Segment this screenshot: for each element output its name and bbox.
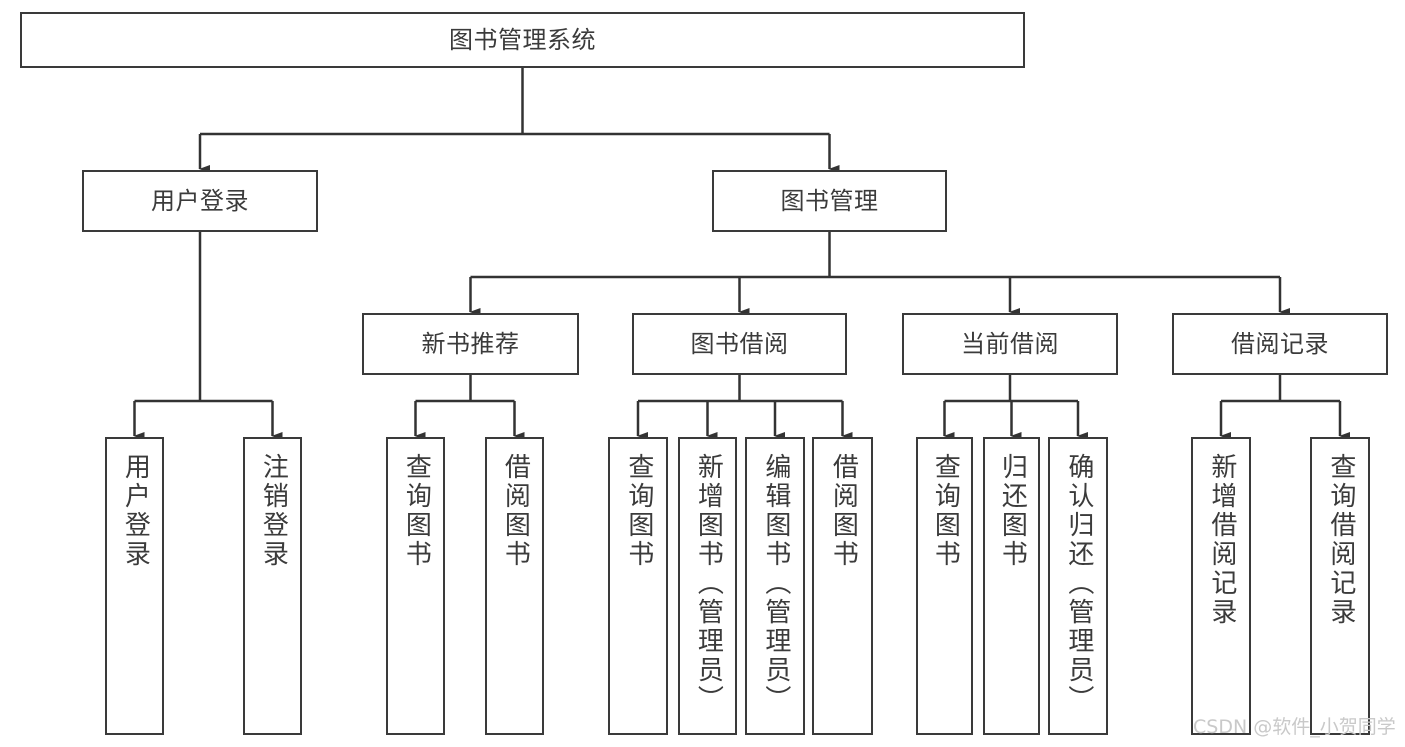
node-label-l-qrec: 查询借阅记录 [1325, 453, 1356, 627]
watermark-label: CSDN @软件_小贺同学 [1193, 716, 1396, 738]
node-label-records: 借阅记录 [1231, 329, 1329, 358]
node-label-login: 用户登录 [151, 186, 249, 215]
node-label-l-b2: 借阅图书 [828, 453, 859, 569]
node-l-add[interactable]: 新增图书（管理员） [678, 437, 737, 735]
node-label-l-add: 新增图书（管理员） [693, 453, 724, 714]
node-label-l-addrec: 新增借阅记录 [1206, 453, 1237, 627]
node-label-l-login: 用户登录 [120, 453, 151, 569]
node-l-q2[interactable]: 查询图书 [608, 437, 668, 735]
node-label-newbook: 新书推荐 [421, 329, 520, 358]
node-label-root: 图书管理系统 [449, 25, 596, 54]
node-l-confirm[interactable]: 确认归还（管理员） [1048, 437, 1108, 735]
node-borrow[interactable]: 图书借阅 [632, 313, 847, 375]
node-l-q1[interactable]: 查询图书 [386, 437, 445, 735]
node-l-qrec[interactable]: 查询借阅记录 [1310, 437, 1370, 735]
node-label-l-b1: 借阅图书 [500, 453, 531, 569]
node-records[interactable]: 借阅记录 [1172, 313, 1388, 375]
node-l-logout[interactable]: 注销登录 [243, 437, 302, 735]
node-label-l-confirm: 确认归还（管理员） [1063, 453, 1094, 714]
node-newbook[interactable]: 新书推荐 [362, 313, 579, 375]
node-l-b2[interactable]: 借阅图书 [812, 437, 873, 735]
node-l-q3[interactable]: 查询图书 [916, 437, 973, 735]
node-l-b1[interactable]: 借阅图书 [485, 437, 544, 735]
node-login[interactable]: 用户登录 [82, 170, 318, 232]
node-label-borrow: 图书借阅 [690, 329, 789, 358]
node-label-l-edit: 编辑图书（管理员） [760, 453, 791, 714]
node-label-l-return: 归还图书 [997, 453, 1028, 569]
node-label-l-q1: 查询图书 [401, 453, 432, 569]
node-label-l-q2: 查询图书 [623, 453, 654, 569]
node-label-current: 当前借阅 [961, 329, 1059, 358]
node-root[interactable]: 图书管理系统 [20, 12, 1025, 68]
node-l-login[interactable]: 用户登录 [105, 437, 164, 735]
node-l-addrec[interactable]: 新增借阅记录 [1191, 437, 1251, 735]
edge-layer [133, 68, 1350, 440]
node-label-l-q3: 查询图书 [930, 453, 961, 569]
node-label-l-logout: 注销登录 [258, 453, 289, 569]
node-bookmgmt[interactable]: 图书管理 [712, 170, 947, 232]
node-l-edit[interactable]: 编辑图书（管理员） [745, 437, 805, 735]
node-l-return[interactable]: 归还图书 [983, 437, 1040, 735]
node-label-bookmgmt: 图书管理 [780, 186, 879, 215]
node-current[interactable]: 当前借阅 [902, 313, 1118, 375]
